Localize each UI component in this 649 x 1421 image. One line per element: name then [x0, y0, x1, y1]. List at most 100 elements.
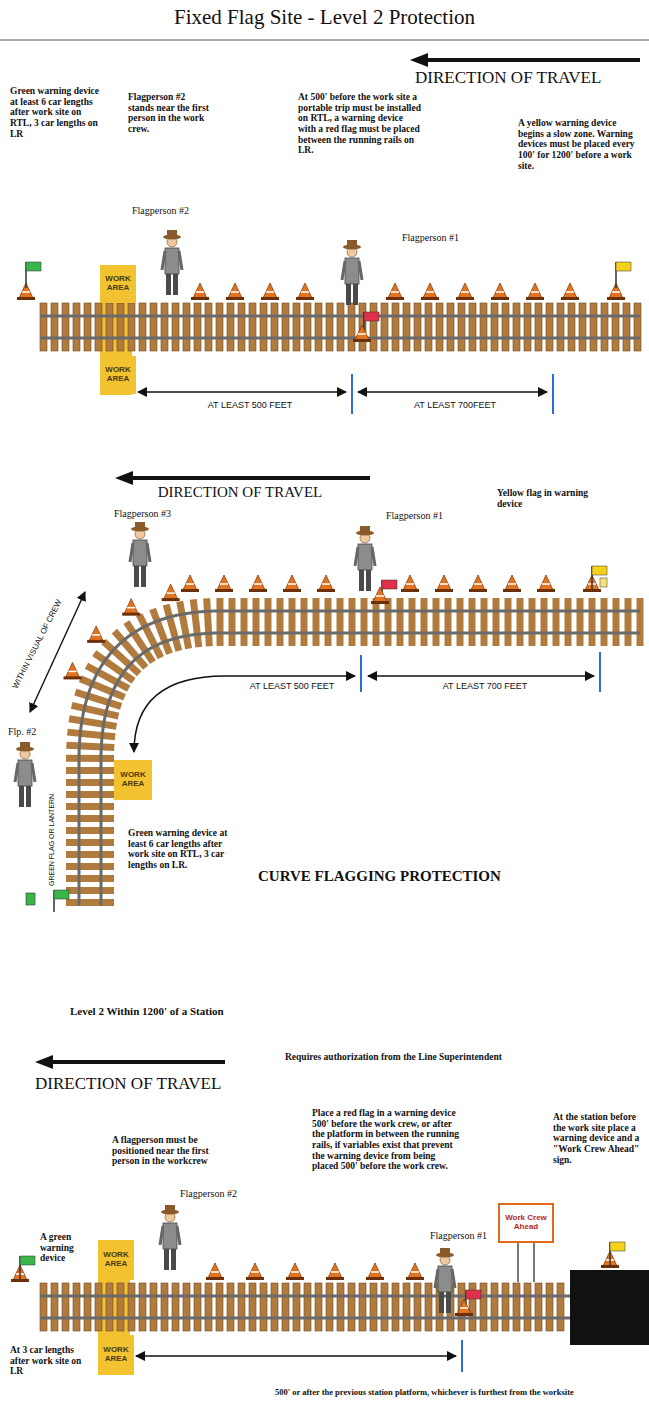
tie — [66, 791, 114, 798]
person-body — [345, 258, 359, 284]
tie — [447, 303, 454, 351]
person-arm — [359, 261, 362, 280]
tie — [51, 1283, 58, 1331]
node-text: WORK AREA — [101, 366, 135, 384]
tie — [370, 1283, 377, 1331]
tie — [481, 598, 488, 646]
flag — [466, 1290, 481, 1299]
tie — [326, 1283, 333, 1331]
tie — [84, 303, 91, 351]
person-arm — [355, 547, 358, 566]
tie — [66, 779, 114, 786]
direction-label: DIRECTION OF TRAVEL — [140, 484, 340, 501]
rail — [79, 611, 640, 905]
tie — [535, 303, 542, 351]
tie — [40, 1283, 47, 1331]
cone-base — [326, 1277, 344, 1280]
warning-cone — [563, 283, 577, 298]
tie — [304, 1283, 311, 1331]
title-rule — [0, 40, 649, 41]
tie — [541, 598, 548, 646]
cone-base — [191, 297, 209, 300]
cone-stripe — [196, 291, 204, 293]
dimension-label: AT LEAST 700 FEET — [420, 681, 550, 691]
note: At the station before the work site plac… — [553, 1112, 643, 1165]
cone-base — [421, 297, 439, 300]
tie — [579, 303, 586, 351]
cone-base — [249, 589, 267, 592]
tie — [73, 1283, 80, 1331]
person-leg — [141, 565, 146, 587]
person-leg — [439, 1291, 444, 1313]
tie — [557, 1283, 564, 1331]
warning-cone — [437, 575, 451, 590]
flagperson-label: Flagperson #1 — [402, 232, 492, 243]
dimension-label: AT LEAST 500 FEET — [190, 400, 310, 410]
cone-stripe — [461, 291, 469, 293]
tie — [73, 303, 80, 351]
tie — [62, 303, 69, 351]
flagperson-label: Flagperson #3 — [114, 508, 204, 519]
person-hat — [167, 230, 177, 237]
tie — [282, 1283, 289, 1331]
flagperson-label: Flagperson #2 — [132, 205, 222, 216]
cone-base — [366, 1277, 384, 1280]
tie — [128, 303, 135, 351]
cone-stripe — [531, 291, 539, 293]
flag — [20, 1256, 35, 1265]
tie — [513, 1283, 520, 1331]
warning-cone — [355, 325, 369, 340]
cone-base — [401, 589, 419, 592]
tie — [392, 303, 399, 351]
tie — [315, 1283, 322, 1331]
tie — [249, 303, 256, 351]
flag — [26, 262, 41, 271]
cone-stripe — [612, 291, 620, 293]
panel-heading: Level 2 Within 1200' of a Station — [70, 1005, 350, 1017]
tie — [513, 303, 520, 351]
direction-arrowhead — [115, 471, 133, 485]
person-leg — [26, 785, 31, 807]
sign-post — [517, 1243, 519, 1282]
tie — [502, 1283, 509, 1331]
tie — [172, 303, 179, 351]
person-body — [18, 760, 32, 786]
tie — [150, 1283, 157, 1331]
tie — [546, 1283, 553, 1331]
tie — [117, 1283, 124, 1331]
tie — [216, 303, 223, 351]
tie — [613, 598, 620, 646]
warning-cone — [164, 584, 178, 599]
tie — [293, 1283, 300, 1331]
tie — [180, 601, 189, 648]
tie — [458, 303, 465, 351]
cone-base — [456, 297, 474, 300]
cone-base — [64, 676, 82, 679]
tie — [590, 303, 597, 351]
note: Requires authorization from the Line Sup… — [285, 1052, 645, 1063]
person-leg — [164, 1248, 169, 1270]
tie — [67, 732, 115, 737]
tie — [612, 303, 619, 351]
direction-arrowhead — [35, 1055, 53, 1069]
warning-cone — [319, 575, 333, 590]
tie — [265, 598, 272, 646]
tie — [249, 1283, 256, 1331]
cone-stripe — [496, 291, 504, 293]
tie — [95, 303, 102, 351]
cone-base — [206, 1277, 224, 1280]
warning-cone — [193, 283, 207, 298]
lantern — [600, 578, 607, 587]
tie — [568, 303, 575, 351]
tie — [194, 303, 201, 351]
lantern — [26, 893, 35, 905]
cone-stripe — [291, 1271, 299, 1273]
dimension-arrow — [358, 391, 547, 393]
device-label: GREEN FLAG OR LANTERN — [48, 788, 56, 892]
tie — [293, 303, 300, 351]
tie — [397, 598, 404, 646]
cone-stripe — [411, 1271, 419, 1273]
cone-base — [435, 589, 453, 592]
tie — [425, 303, 432, 351]
